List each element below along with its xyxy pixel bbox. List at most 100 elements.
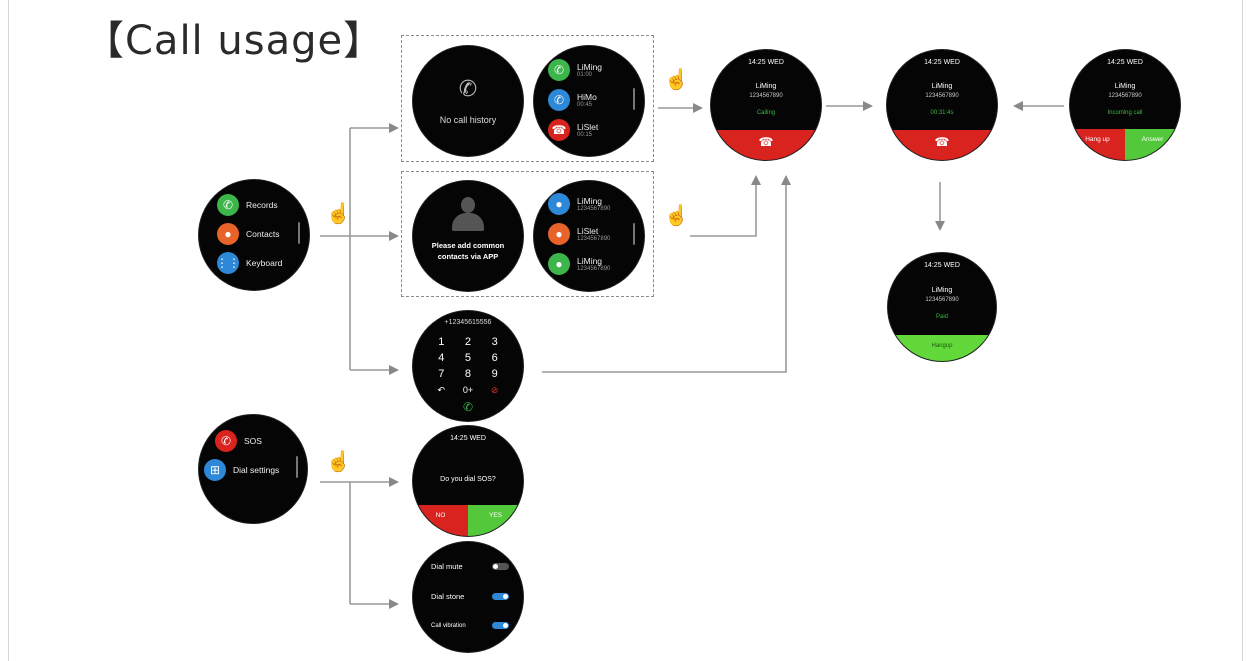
dial-display: +12345615556 <box>444 319 492 326</box>
key-7[interactable]: 7 <box>438 368 445 380</box>
tap-hand-icon: ☝ <box>664 205 689 227</box>
left-border-line <box>8 0 9 661</box>
call-vibration-toggle[interactable] <box>492 622 509 629</box>
yes-button[interactable]: YES <box>468 505 523 536</box>
no-history-text: No call history <box>439 115 497 125</box>
sos-menu-watch: ✆ SOS ⊞ Dial settings <box>199 415 307 523</box>
menu-item-contacts[interactable]: ● Contacts <box>217 223 280 245</box>
key-3[interactable]: 3 <box>491 336 498 348</box>
dial-stone-toggle[interactable] <box>492 593 509 600</box>
no-button[interactable]: NO <box>413 505 468 536</box>
contact-name: LiMing <box>577 196 603 206</box>
key-2[interactable]: 2 <box>464 336 472 348</box>
scrollbar[interactable] <box>296 456 298 479</box>
right-border-line <box>1242 0 1243 661</box>
hangup-bar[interactable]: Hangup <box>888 335 996 361</box>
dial-settings-watch: Dial mute Dial stone Call vibration <box>413 542 523 652</box>
key-0[interactable]: 0+ <box>462 385 474 395</box>
menu-item-sos[interactable]: ✆ SOS <box>215 430 262 452</box>
incoming-call-watch: 14:25 WED LiMing 1234567890 Incoming cal… <box>1070 50 1180 160</box>
dialing-watch: 14:25 WED LiMing 1234567890 Calling ☎ <box>711 50 821 160</box>
caller-number: 1234567890 <box>749 93 783 99</box>
caller-name: LiMing <box>931 287 953 294</box>
keypad-icon: ⋮⋮ <box>216 252 240 274</box>
menu-item-dial-settings[interactable]: ⊞ Dial settings <box>204 459 279 481</box>
record-name: LiSlet <box>577 122 599 132</box>
arrow-contacts-to-dialing <box>690 175 761 237</box>
call-vibration-row: Call vibration <box>431 622 509 629</box>
in-call-watch: 14:25 WED LiMing 1234567890 00:31:4s ☎ <box>887 50 997 160</box>
contact-name: LiSlet <box>577 226 599 236</box>
menu-item-label: Keyboard <box>246 258 283 268</box>
hangup-button[interactable]: ☎ <box>887 130 997 160</box>
scrollbar[interactable] <box>298 221 300 244</box>
phone-icon: ✆ <box>458 76 478 101</box>
key-4[interactable]: 4 <box>438 352 445 364</box>
contacts-group-box <box>401 171 654 297</box>
hangup-button[interactable]: ☎ <box>711 130 821 160</box>
caller-name: LiMing <box>755 83 777 90</box>
call-status: Incoming call <box>1107 110 1143 116</box>
arrow-keypad-to-dialing <box>542 175 791 373</box>
caller-number: 1234567890 <box>925 93 959 99</box>
record-name: LiMing <box>577 62 603 72</box>
answer-button[interactable]: Answer <box>1125 129 1180 160</box>
clock-time: 14:25 <box>924 262 942 269</box>
call-button[interactable]: ✆ <box>462 400 474 414</box>
call-menu-watch: ✆ Records ● Contacts ⋮⋮ Keyboard <box>199 180 309 290</box>
menu-item-label: SOS <box>244 436 262 446</box>
missed-call-icon: ☎ <box>548 119 570 141</box>
dial-mute-label: Dial mute <box>431 562 463 571</box>
key-1[interactable]: 1 <box>438 336 445 348</box>
sos-confirm-bar: NO YES <box>413 505 523 536</box>
clock-day: WED <box>943 262 960 269</box>
call-vibration-label: Call vibration <box>431 622 466 629</box>
hangup-label: Hangup <box>931 343 953 350</box>
page-title: 【Call usage】 <box>84 18 385 64</box>
key-9[interactable]: 9 <box>491 368 498 380</box>
back-key[interactable]: ↶ <box>437 385 446 395</box>
menu-item-label: Contacts <box>246 229 280 239</box>
scrollbar[interactable] <box>633 87 635 110</box>
clock-row: 14:25 WED <box>888 262 996 269</box>
menu-item-records[interactable]: ✆ Records <box>217 194 278 216</box>
key-8[interactable]: 8 <box>464 368 472 380</box>
contact-number: 1234567890 <box>577 266 611 272</box>
clock-row: 14:25 WED <box>1070 59 1180 66</box>
reject-button[interactable]: Hang up <box>1070 129 1125 160</box>
no-contacts-watch: Please add common contacts via APP <box>413 181 523 291</box>
sos-question: Do you dial SOS? <box>440 476 496 483</box>
scrollbar[interactable] <box>633 222 635 245</box>
call-ended-watch: 14:25 WED LiMing 1234567890 Paid Hangup <box>888 253 996 361</box>
clock-day: WED <box>469 435 486 442</box>
outgoing-call-icon: ✆ <box>548 89 570 111</box>
no-history-watch: ✆ No call history <box>413 46 523 156</box>
sos-confirm-watch: 14:25 WED Do you dial SOS? NO YES <box>413 426 523 536</box>
dial-stone-label: Dial stone <box>431 592 465 601</box>
dial-mute-toggle[interactable] <box>492 563 509 570</box>
answer-reject-bar: Hang up Answer <box>1070 129 1180 160</box>
hangup-icon: ☎ <box>758 135 774 150</box>
key-6[interactable]: 6 <box>491 352 498 364</box>
person-icon: ● <box>217 223 239 245</box>
contact-number: 1234567890 <box>577 236 611 242</box>
delete-key[interactable]: ⊘ <box>490 385 499 395</box>
clock-row: 14:25 WED <box>887 59 997 66</box>
dial-stone-row: Dial stone <box>431 592 509 601</box>
keypad-watch: +12345615556 1 2 3 4 5 6 7 8 9 ↶ 0+ ⊘ ✆ <box>413 311 523 421</box>
key-5[interactable]: 5 <box>464 352 472 364</box>
tap-hand-icon: ☝ <box>326 203 351 225</box>
clock-day: WED <box>943 59 960 66</box>
menu-item-keyboard[interactable]: ⋮⋮ Keyboard <box>216 252 283 274</box>
grid-icon: ⊞ <box>204 459 226 481</box>
incoming-call-icon: ✆ <box>548 59 570 81</box>
clock-time: 14:25 <box>450 435 468 442</box>
